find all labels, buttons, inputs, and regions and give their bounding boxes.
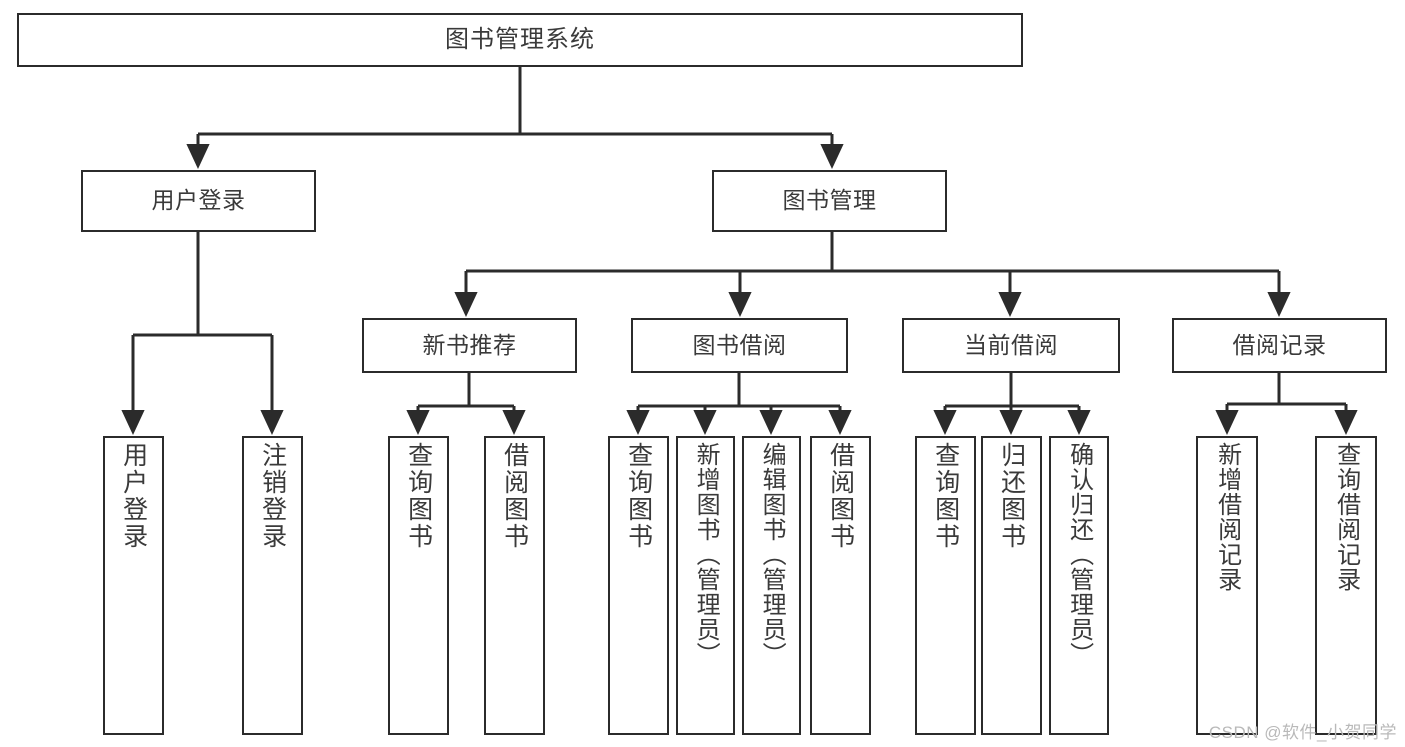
node-leaf-edit-book[interactable]: 编辑图书（管理员） [742,436,801,735]
node-label: 新增借阅记录 [1213,442,1241,592]
node-book-borrow[interactable]: 图书借阅 [631,318,848,373]
node-label: 新书推荐 [422,331,517,358]
node-leaf-logout-login[interactable]: 注销登录 [242,436,303,735]
node-label: 图书管理系统 [445,25,595,53]
node-root-system[interactable]: 图书管理系统 [17,13,1023,67]
node-label: 查询借阅记录 [1332,442,1360,592]
node-label: 用户登录 [119,442,148,550]
node-label: 借阅记录 [1232,331,1327,358]
node-label: 确认归还（管理员） [1065,442,1093,667]
node-user-login[interactable]: 用户登录 [81,170,316,232]
node-leaf-borrow-book-1[interactable]: 借阅图书 [484,436,545,735]
node-leaf-query-book-3[interactable]: 查询图书 [915,436,976,735]
node-borrow-record[interactable]: 借阅记录 [1172,318,1387,373]
node-leaf-query-book-1[interactable]: 查询图书 [388,436,449,735]
node-label: 图书管理 [782,187,877,214]
node-book-management[interactable]: 图书管理 [712,170,947,232]
node-leaf-confirm-return[interactable]: 确认归还（管理员） [1049,436,1109,735]
node-leaf-user-login[interactable]: 用户登录 [103,436,164,735]
node-leaf-add-record[interactable]: 新增借阅记录 [1196,436,1258,735]
node-label: 用户登录 [151,187,246,214]
node-label: 归还图书 [997,442,1026,550]
node-label: 借阅图书 [826,442,855,550]
node-leaf-query-book-2[interactable]: 查询图书 [608,436,669,735]
node-label: 新增图书（管理员） [692,442,720,667]
node-label: 图书借阅 [692,331,787,358]
node-leaf-add-book[interactable]: 新增图书（管理员） [676,436,735,735]
node-leaf-return-book[interactable]: 归还图书 [981,436,1042,735]
node-label: 编辑图书（管理员） [758,442,786,667]
node-current-borrow[interactable]: 当前借阅 [902,318,1120,373]
node-leaf-borrow-book-2[interactable]: 借阅图书 [810,436,871,735]
node-label: 查询图书 [624,442,653,550]
node-label: 查询图书 [404,442,433,550]
node-label: 查询图书 [931,442,960,550]
node-new-book-recommend[interactable]: 新书推荐 [362,318,577,373]
node-label: 借阅图书 [500,442,529,550]
csdn-watermark: CSDN @软件_小贺同学 [1208,723,1397,742]
node-leaf-query-record[interactable]: 查询借阅记录 [1315,436,1377,735]
node-label: 当前借阅 [964,331,1058,358]
node-label: 注销登录 [258,442,287,550]
